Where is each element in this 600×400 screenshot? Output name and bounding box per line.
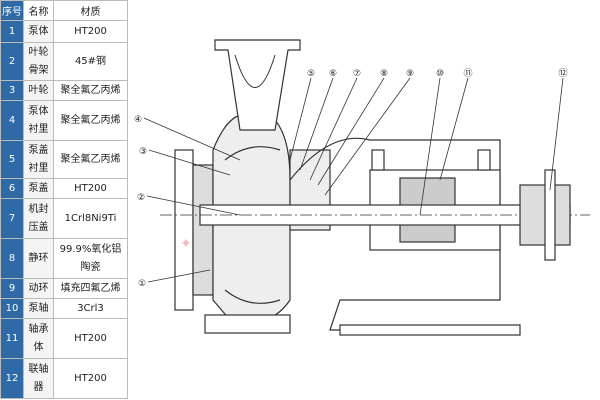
outlet-flange bbox=[214, 39, 301, 131]
callout-11: ⑪ bbox=[463, 68, 472, 79]
header-no: 序号 bbox=[0, 0, 24, 21]
oil-cup bbox=[371, 149, 385, 171]
callout-1: ① bbox=[138, 279, 146, 289]
row-number: 12 bbox=[0, 358, 24, 399]
header-name: 名称 bbox=[23, 0, 54, 21]
callout-6: ⑥ bbox=[329, 69, 337, 79]
callout-7: ⑦ bbox=[353, 69, 361, 79]
part-material: HT200 bbox=[53, 358, 128, 399]
part-name: 泵体 bbox=[23, 20, 54, 43]
pump-cross-section-diagram: ✦ ① ② ③ ④ ⑤ ⑥ ⑦ ⑧ ⑨ ⑩ ⑪ ⑫ bbox=[134, 39, 590, 336]
part-material: 聚全氟乙丙烯 bbox=[53, 100, 128, 141]
part-material: 聚全氟乙丙烯 bbox=[53, 80, 128, 101]
callout-12: ⑫ bbox=[558, 68, 567, 79]
row-number: 11 bbox=[0, 318, 24, 359]
part-name: 泵盖 bbox=[23, 178, 54, 199]
part-material: HT200 bbox=[53, 20, 128, 43]
part-name: 泵盖衬里 bbox=[23, 140, 54, 179]
callout-8: ⑧ bbox=[380, 69, 388, 79]
row-number: 3 bbox=[0, 80, 24, 101]
row-number: 1 bbox=[0, 20, 24, 43]
part-material: 3Crl3 bbox=[53, 298, 128, 319]
part-material: HT200 bbox=[53, 178, 128, 199]
vent-cap bbox=[477, 149, 491, 171]
part-material: HT200 bbox=[53, 318, 128, 359]
callout-4: ④ bbox=[134, 115, 142, 125]
part-material: 聚全氟乙丙烯 bbox=[53, 140, 128, 179]
table-header: 序号 名称 材质 bbox=[0, 0, 128, 21]
leader-lines bbox=[143, 77, 564, 283]
inlet-flange bbox=[174, 149, 194, 311]
coupling-flange bbox=[544, 169, 556, 261]
callout-3: ③ bbox=[139, 147, 147, 157]
header-material: 材质 bbox=[53, 0, 128, 21]
part-material: 99.9%氧化铝陶瓷 bbox=[53, 238, 128, 279]
callout-2: ② bbox=[137, 193, 145, 203]
pump-body bbox=[192, 164, 214, 296]
callout-10: ⑩ bbox=[436, 69, 444, 79]
part-material: 填充四氟乙烯 bbox=[53, 278, 128, 299]
part-name: 机封压盖 bbox=[23, 198, 54, 239]
part-name: 叶轮骨架 bbox=[23, 42, 54, 81]
watermark-logo: ✦ bbox=[180, 236, 192, 252]
row-number: 9 bbox=[0, 278, 24, 299]
row-number: 6 bbox=[0, 178, 24, 199]
bracket-foot bbox=[339, 324, 521, 336]
callout-5: ⑤ bbox=[307, 69, 315, 79]
part-name: 叶轮 bbox=[23, 80, 54, 101]
part-name: 动环 bbox=[23, 278, 54, 299]
pump-foot bbox=[204, 314, 291, 334]
callout-9: ⑨ bbox=[406, 69, 414, 79]
impeller-outline bbox=[224, 146, 281, 304]
bearing-bracket bbox=[289, 137, 501, 331]
part-name: 联轴器 bbox=[23, 358, 54, 399]
row-number: 4 bbox=[0, 100, 24, 141]
part-material: 45#钢 bbox=[53, 42, 128, 81]
part-name: 轴承体 bbox=[23, 318, 54, 359]
row-number: 2 bbox=[0, 42, 24, 81]
part-name: 泵轴 bbox=[23, 298, 54, 319]
row-number: 10 bbox=[0, 298, 24, 319]
row-number: 8 bbox=[0, 238, 24, 279]
row-number: 5 bbox=[0, 140, 24, 179]
row-number: 7 bbox=[0, 198, 24, 239]
part-material: 1Crl8Ni9Ti bbox=[53, 198, 128, 239]
part-name: 泵体衬里 bbox=[23, 100, 54, 141]
outlet-nozzle bbox=[234, 54, 276, 88]
part-name: 静环 bbox=[23, 238, 54, 279]
